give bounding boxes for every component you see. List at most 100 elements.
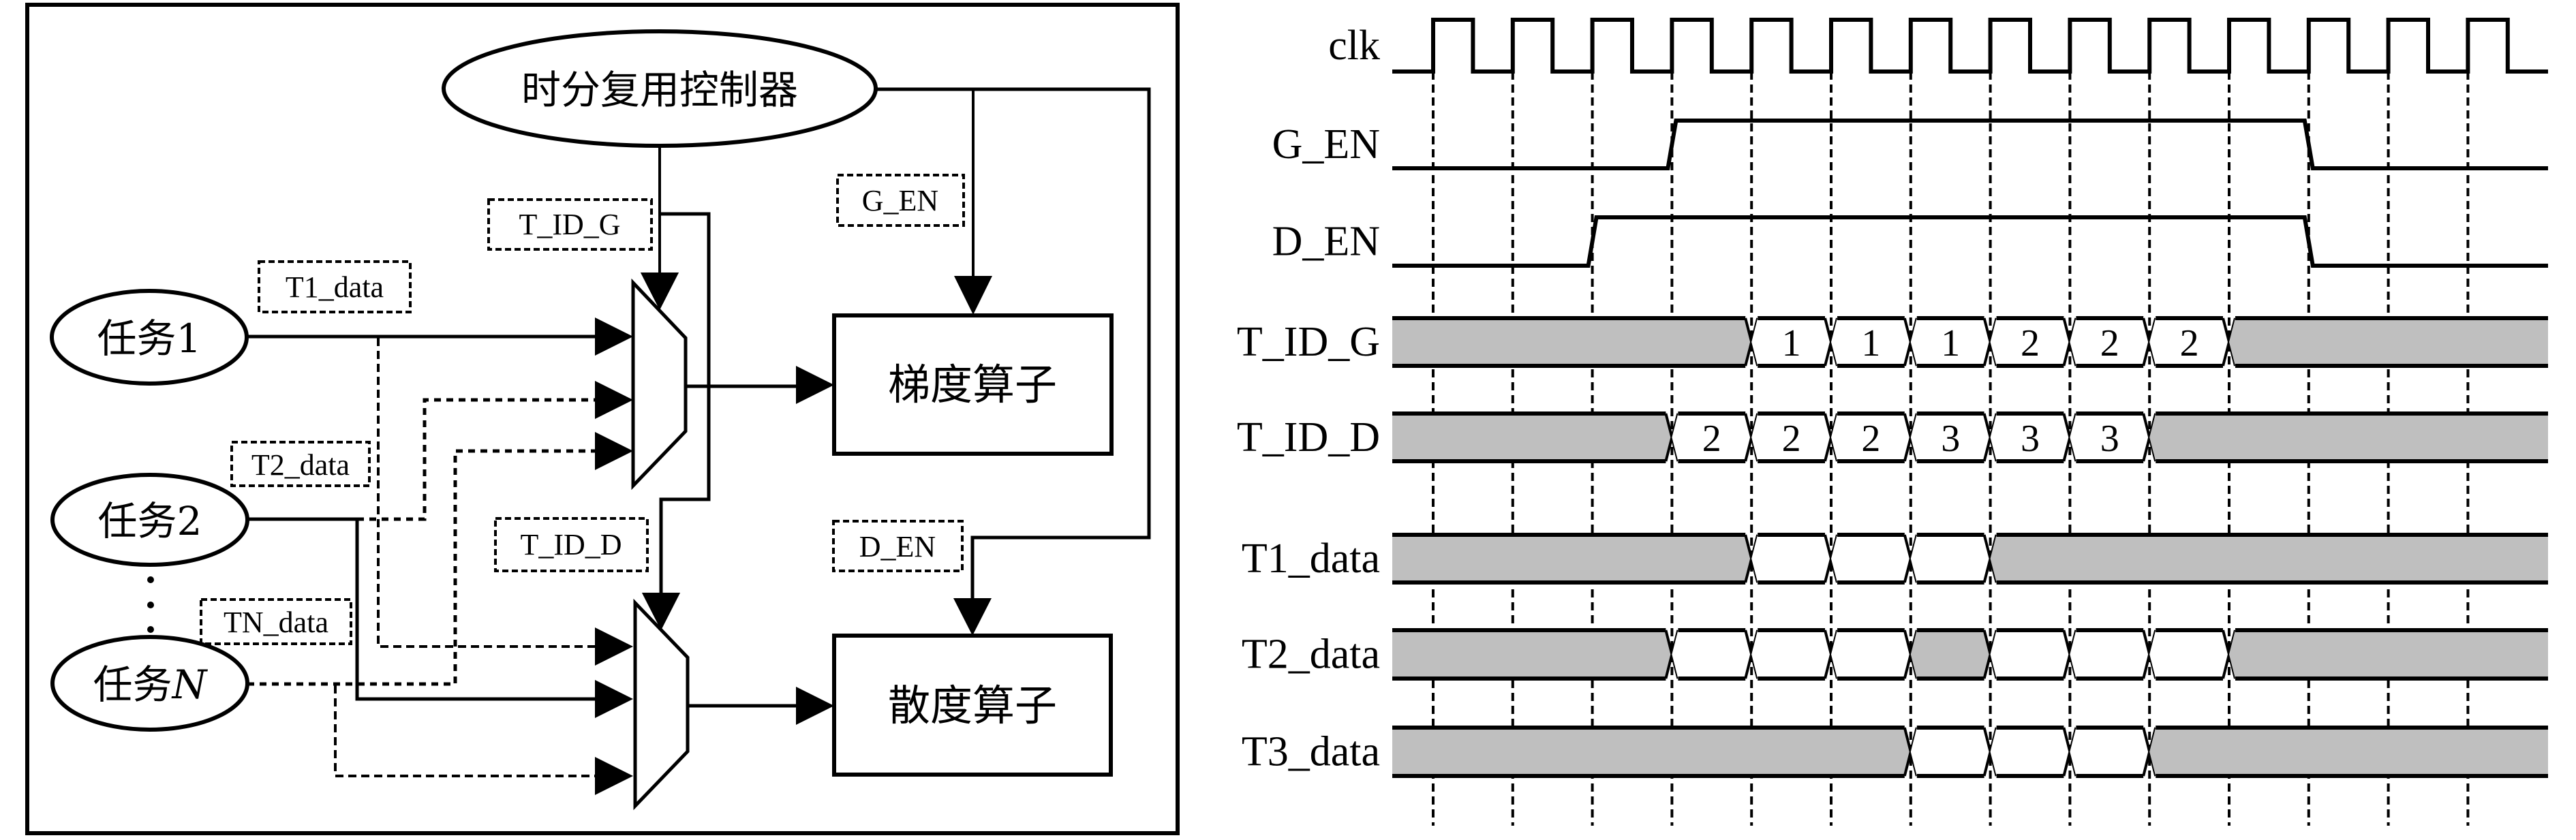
signal-g-en: G_EN <box>1272 119 2548 170</box>
signal-d-en: D_EN <box>1272 215 2548 268</box>
bus-valid-segment <box>1831 630 1911 679</box>
bus-rail <box>2235 628 2548 681</box>
signal-clk: clk <box>1328 18 2548 74</box>
bus-invalid-segment <box>1392 414 1672 461</box>
bus-valid-segment <box>2149 318 2229 366</box>
label-d-en: D_EN <box>832 520 964 572</box>
mux-divergence <box>633 598 690 811</box>
mux-d-in2-arrow-icon <box>595 680 633 718</box>
bus-invalid-segment <box>1392 318 1752 366</box>
bus-valid-segment <box>1751 630 1831 679</box>
bus-value: 1 <box>1941 322 1960 364</box>
signal-label: T_ID_D <box>1237 414 1380 461</box>
svg-text:D_EN: D_EN <box>859 530 936 563</box>
svg-text:任务N: 任务N <box>93 662 209 708</box>
bus-valid-segment <box>2070 630 2150 679</box>
signal-label: T3_data <box>1242 729 1380 775</box>
bus-rail <box>1996 628 2064 681</box>
bus-invalid-segment <box>1392 535 1752 582</box>
bus-value: 2 <box>1861 418 1880 460</box>
bus-valid-segment <box>2070 414 2150 461</box>
svg-text:T_ID_G: T_ID_G <box>519 208 620 241</box>
label-t-id-d: T_ID_D <box>494 517 649 572</box>
gradient-input-arrow-icon <box>796 366 834 404</box>
bus-rail <box>1916 726 1984 778</box>
bus-rail <box>1392 628 1666 681</box>
level-waveform <box>1392 119 2548 170</box>
bus-value: 2 <box>1782 418 1801 460</box>
bus-rail <box>1837 533 1905 585</box>
svg-text:TN_data: TN_data <box>224 606 328 639</box>
bus-value: 2 <box>2180 322 2199 364</box>
bus-invalid-segment <box>1392 630 1672 679</box>
controller-label: 时分复用控制器 <box>521 67 798 113</box>
svg-text:散度算子: 散度算子 <box>888 681 1057 730</box>
bus-value: 3 <box>2100 418 2119 460</box>
bus-invalid-segment <box>2149 728 2548 776</box>
bus-invalid-segment <box>1392 728 1911 776</box>
bus-rail <box>1996 316 2064 368</box>
bus-valid-segment <box>1672 630 1752 679</box>
bus-rail <box>1678 411 1746 463</box>
bus-valid-segment <box>1990 414 2070 461</box>
task1-to-mux-d <box>377 338 595 648</box>
taskn-to-mux-d <box>334 685 595 777</box>
divergence-operator: 散度算子 <box>832 634 1113 777</box>
svg-text:任务2: 任务2 <box>98 498 202 544</box>
bus-rail <box>1678 628 1746 681</box>
bus-invalid-segment <box>2229 318 2548 366</box>
bus-rail <box>2076 628 2144 681</box>
svg-text:T1_data: T1_data <box>286 270 384 304</box>
svg-text:梯度算子: 梯度算子 <box>888 360 1057 409</box>
bus-rail <box>1916 411 1984 463</box>
task-n-index: N <box>171 662 209 708</box>
mux-d-in3-arrow-icon <box>595 757 633 795</box>
bus-invalid-segment <box>2149 414 2548 461</box>
bus-valid-segment <box>1990 728 2070 776</box>
bus-valid-segment <box>1831 414 1911 461</box>
bus-value: 2 <box>1702 418 1721 460</box>
bus-rail <box>1392 726 1905 778</box>
bus-rail <box>1916 316 1984 368</box>
svg-text:G_EN: G_EN <box>862 184 938 217</box>
label-t2-data: T2_data <box>230 441 371 487</box>
t-id-d-wire <box>659 212 711 600</box>
signal-label: G_EN <box>1272 121 1380 168</box>
d-en-arrow-icon <box>953 598 992 636</box>
bus-value: 1 <box>1861 322 1880 364</box>
bus-valid-segment <box>2070 318 2150 366</box>
signal-label: T1_data <box>1242 535 1380 582</box>
controller-node: 时分复用控制器 <box>442 29 878 148</box>
bus-rail <box>2156 628 2223 681</box>
signal-t1-data: T1_data <box>1242 533 2548 585</box>
signal-label: clk <box>1328 22 1380 69</box>
bus-value: 2 <box>2021 322 2040 364</box>
bus-rail <box>2076 411 2144 463</box>
bus-valid-segment <box>1910 414 1991 461</box>
bus-value: 3 <box>1941 418 1960 460</box>
ellipsis-dots <box>147 576 154 633</box>
signal-label: T2_data <box>1242 632 1380 678</box>
level-waveform <box>1392 215 2548 268</box>
bus-rail <box>1916 533 1984 585</box>
bus-rail <box>1758 533 1825 585</box>
bus-rail <box>2156 411 2548 463</box>
bus-rail <box>2156 726 2548 778</box>
bus-valid-segment <box>1751 318 1831 366</box>
bus-valid-segment <box>1751 414 1831 461</box>
bus-valid-segment <box>1831 318 1911 366</box>
task2-to-mux-d <box>247 517 595 701</box>
mux-gradient <box>631 278 688 491</box>
bus-valid-segment <box>2149 630 2229 679</box>
label-t-id-g: T_ID_G <box>487 198 653 251</box>
bus-valid-segment <box>1672 414 1752 461</box>
t-id-d-arrow-tip-icon <box>642 593 680 630</box>
bus-rail <box>1916 628 1984 681</box>
task2-to-mux-g <box>357 398 595 521</box>
mux-g-in1-arrow-icon <box>595 317 633 356</box>
